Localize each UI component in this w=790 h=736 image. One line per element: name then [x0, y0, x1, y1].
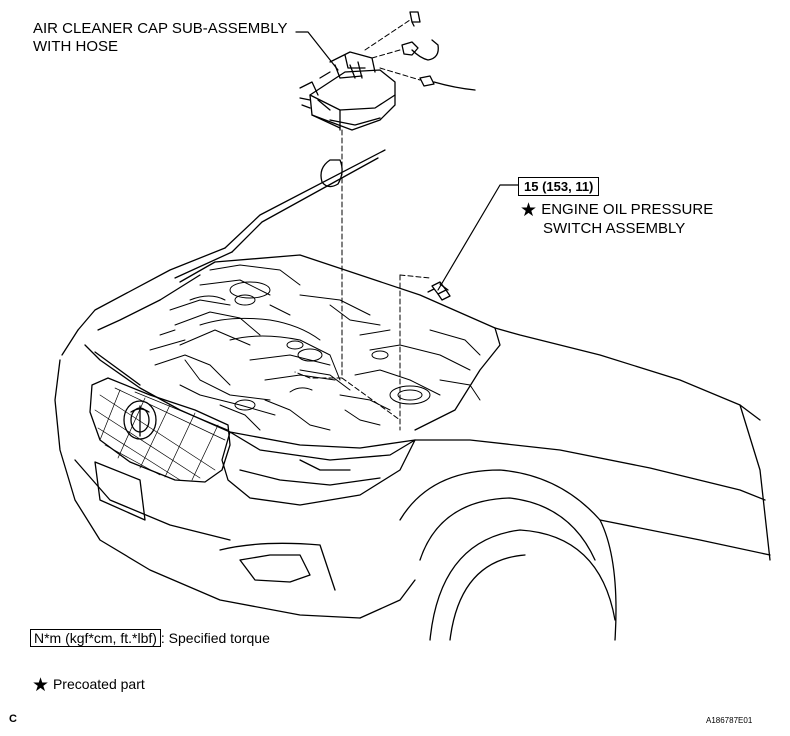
- oil-pressure-switch-text1: ENGINE OIL PRESSURE: [541, 201, 714, 218]
- air-cleaner-cap-label-line1: AIR CLEANER CAP SUB-ASSEMBLY: [33, 20, 288, 37]
- star-icon: ★: [520, 200, 538, 221]
- air-cleaner-cap-assembly: [299, 51, 396, 131]
- legend-precoated-text: Precoated part: [52, 676, 145, 692]
- car-body: [54, 149, 771, 641]
- page-letter: C: [9, 713, 17, 725]
- air-cleaner-cap-label: AIR CLEANER CAP SUB-ASSEMBLY WITH HOSE: [33, 20, 288, 56]
- oil-pressure-switch: [427, 281, 451, 301]
- leader-lines: [295, 31, 519, 291]
- oil-pressure-switch-label-line2: SWITCH ASSEMBLY: [543, 220, 686, 237]
- air-cleaner-cap-label-line2: WITH HOSE: [33, 38, 118, 55]
- star-icon: ★: [32, 675, 50, 696]
- torque-spec-box: 15 (153, 11): [518, 177, 600, 196]
- dashed-guide-lines: [294, 19, 431, 431]
- legend-torque-text: : Specified torque: [160, 630, 270, 646]
- legend-torque-unit-box: N*m (kgf*cm, ft.*lbf): [30, 629, 161, 647]
- legend-torque: N*m (kgf*cm, ft.*lbf): Specified torque: [30, 629, 270, 647]
- oil-pressure-switch-label: ★ ENGINE OIL PRESSURE SWITCH ASSEMBLY: [520, 201, 713, 238]
- hose-and-connectors: [401, 11, 476, 91]
- legend-precoated: ★ Precoated part: [32, 676, 145, 695]
- figure-id: A186787E01: [706, 716, 753, 725]
- oil-pressure-switch-label-line1: ★ ENGINE OIL PRESSURE: [520, 201, 713, 220]
- engine-bay: [149, 264, 481, 431]
